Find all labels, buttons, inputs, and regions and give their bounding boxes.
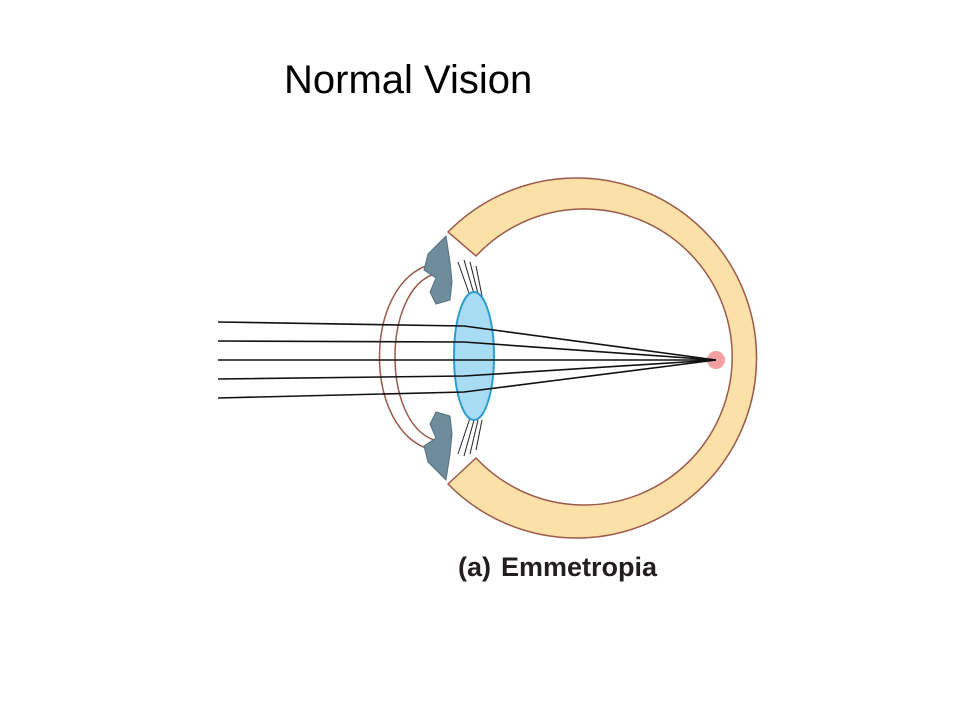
page-title: Normal Vision [284, 58, 533, 102]
light-ray [217, 321, 717, 361]
lens [453, 291, 495, 421]
caption-label: (a) [458, 552, 491, 582]
lower-iris [423, 411, 453, 482]
sclera [446, 177, 758, 539]
light-ray [217, 359, 717, 399]
figure-caption: (a) Emmetropia [458, 550, 657, 584]
light-ray [217, 340, 717, 361]
upper-iris [423, 234, 453, 305]
light-ray [217, 359, 717, 380]
caption-text: Emmetropia [501, 552, 658, 582]
suspensory-ligaments [457, 259, 483, 457]
light-rays [217, 321, 717, 399]
cornea [378, 263, 435, 451]
